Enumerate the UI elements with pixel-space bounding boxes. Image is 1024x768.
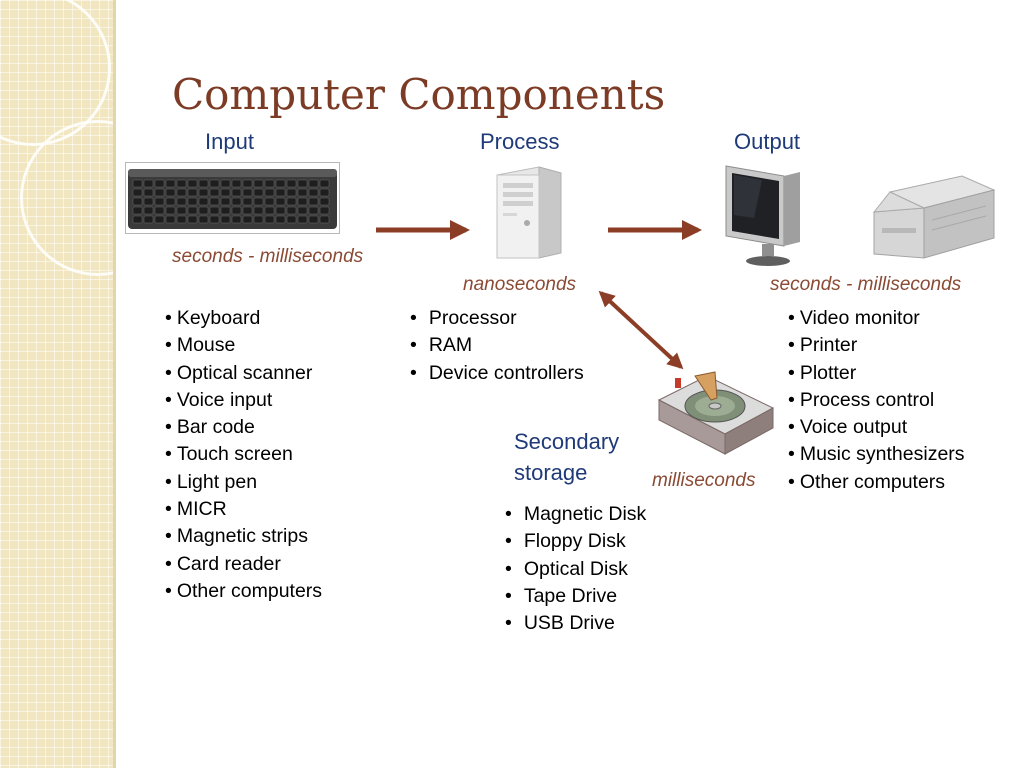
tower-pc-icon [493,157,565,260]
hard-disk-icon [655,368,777,463]
list-item: Optical Disk [505,556,646,583]
output-header: Output [734,129,801,154]
list-item: RAM [410,332,584,359]
list-item: Magnetic Disk [505,501,646,528]
list-item: Printer [788,332,965,359]
list-item: MICR [165,496,322,523]
list-item: Floppy Disk [505,528,646,555]
list-item: USB Drive [505,610,646,637]
list-item: Plotter [788,360,965,387]
list-item: Tape Drive [505,583,646,610]
list-item: Optical scanner [165,360,322,387]
list-item: Device controllers [410,360,584,387]
list-item: Other computers [788,469,965,496]
list-item: Bar code [165,414,322,441]
list-item: Other computers [165,578,322,605]
list-item: Processor [410,305,584,332]
sidebar-pattern [0,0,113,768]
process-timing: nanoseconds [463,274,577,295]
output-device-list: Video monitor Printer Plotter Process co… [788,305,965,496]
storage-device-list: Magnetic Disk Floppy Disk Optical Disk T… [505,501,646,637]
list-item: Music synthesizers [788,441,965,468]
storage-timing: milliseconds [652,470,756,491]
secondary-storage-line-2: storage [514,460,588,485]
list-item: Card reader [165,551,322,578]
list-item: Mouse [165,332,322,359]
input-header: Input [205,129,254,154]
process-storage-arrow [598,290,684,370]
printer-icon [870,170,998,265]
list-item: Touch screen [165,441,322,468]
list-item: Video monitor [788,305,965,332]
list-item: Voice output [788,414,965,441]
monitor-icon [722,160,808,268]
list-item: Voice input [165,387,322,414]
input-timing: seconds - milliseconds [172,246,364,267]
list-item: Process control [788,387,965,414]
process-component-list: Processor RAM Device controllers [410,305,584,387]
keyboard-icon [125,162,340,234]
secondary-storage-line-1: Secondary [514,429,620,454]
list-item: Keyboard [165,305,322,332]
sidebar-edge [113,0,116,768]
page-title: Computer Components [172,70,666,119]
process-header: Process [480,129,560,154]
input-device-list: Keyboard Mouse Optical scanner Voice inp… [165,305,322,605]
list-item: Light pen [165,469,322,496]
list-item: Magnetic strips [165,523,322,550]
output-timing: seconds - milliseconds [770,274,962,295]
secondary-storage-header: Secondary storage [514,426,619,488]
